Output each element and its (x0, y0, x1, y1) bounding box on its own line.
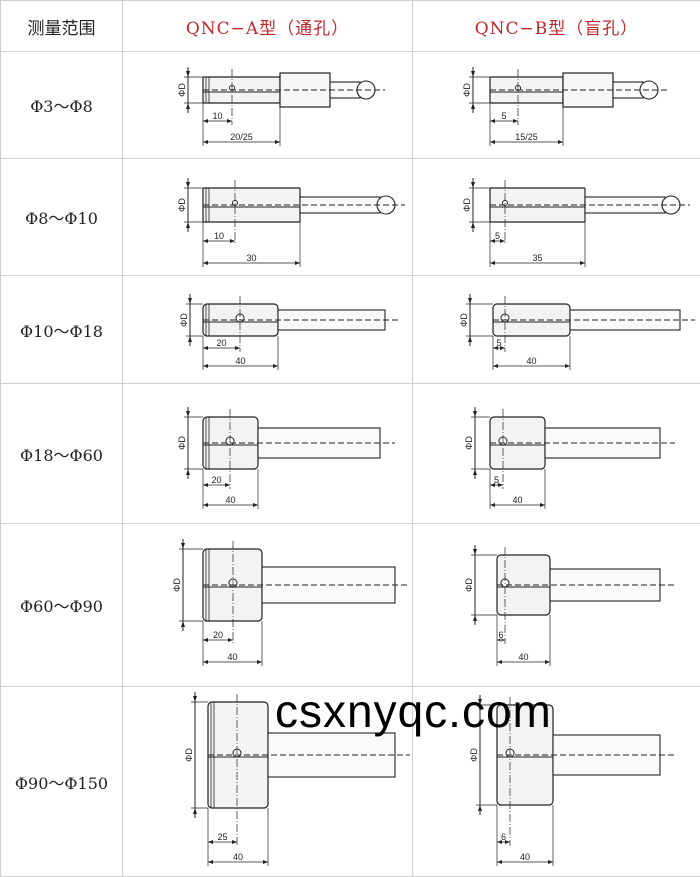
drawing-b (413, 384, 700, 524)
drawing-a (123, 384, 413, 524)
header-type-b: QNC−B型（盲孔） (413, 1, 700, 52)
range-cell: Φ90～Φ150 (1, 687, 123, 877)
range-cell: Φ3～Φ8 (1, 52, 123, 159)
drawing-b (413, 159, 700, 276)
drawing-a (123, 276, 413, 384)
drawing-a (123, 159, 413, 276)
table-row: Φ18～Φ60 (1, 384, 700, 524)
range-cell: Φ10～Φ18 (1, 276, 123, 384)
header-range: 测量范围 (1, 1, 123, 52)
drawing-b (413, 276, 700, 384)
table-row: Φ8～Φ10 (1, 159, 700, 276)
drawing-a (123, 524, 413, 687)
drawing-b (413, 52, 700, 159)
header-row: 测量范围 QNC−A型（通孔） QNC−B型（盲孔） (1, 1, 700, 52)
header-type-a: QNC−A型（通孔） (123, 1, 413, 52)
table-row: Φ3～Φ8 (1, 52, 700, 159)
drawing-a (123, 52, 413, 159)
range-cell: Φ60～Φ90 (1, 524, 123, 687)
table-row: Φ60～Φ90 (1, 524, 700, 687)
watermark: csxnyqc.com (275, 688, 552, 734)
range-cell: Φ18～Φ60 (1, 384, 123, 524)
table-row: Φ10～Φ18 (1, 276, 700, 384)
range-cell: Φ8～Φ10 (1, 159, 123, 276)
drawing-b (413, 524, 700, 687)
